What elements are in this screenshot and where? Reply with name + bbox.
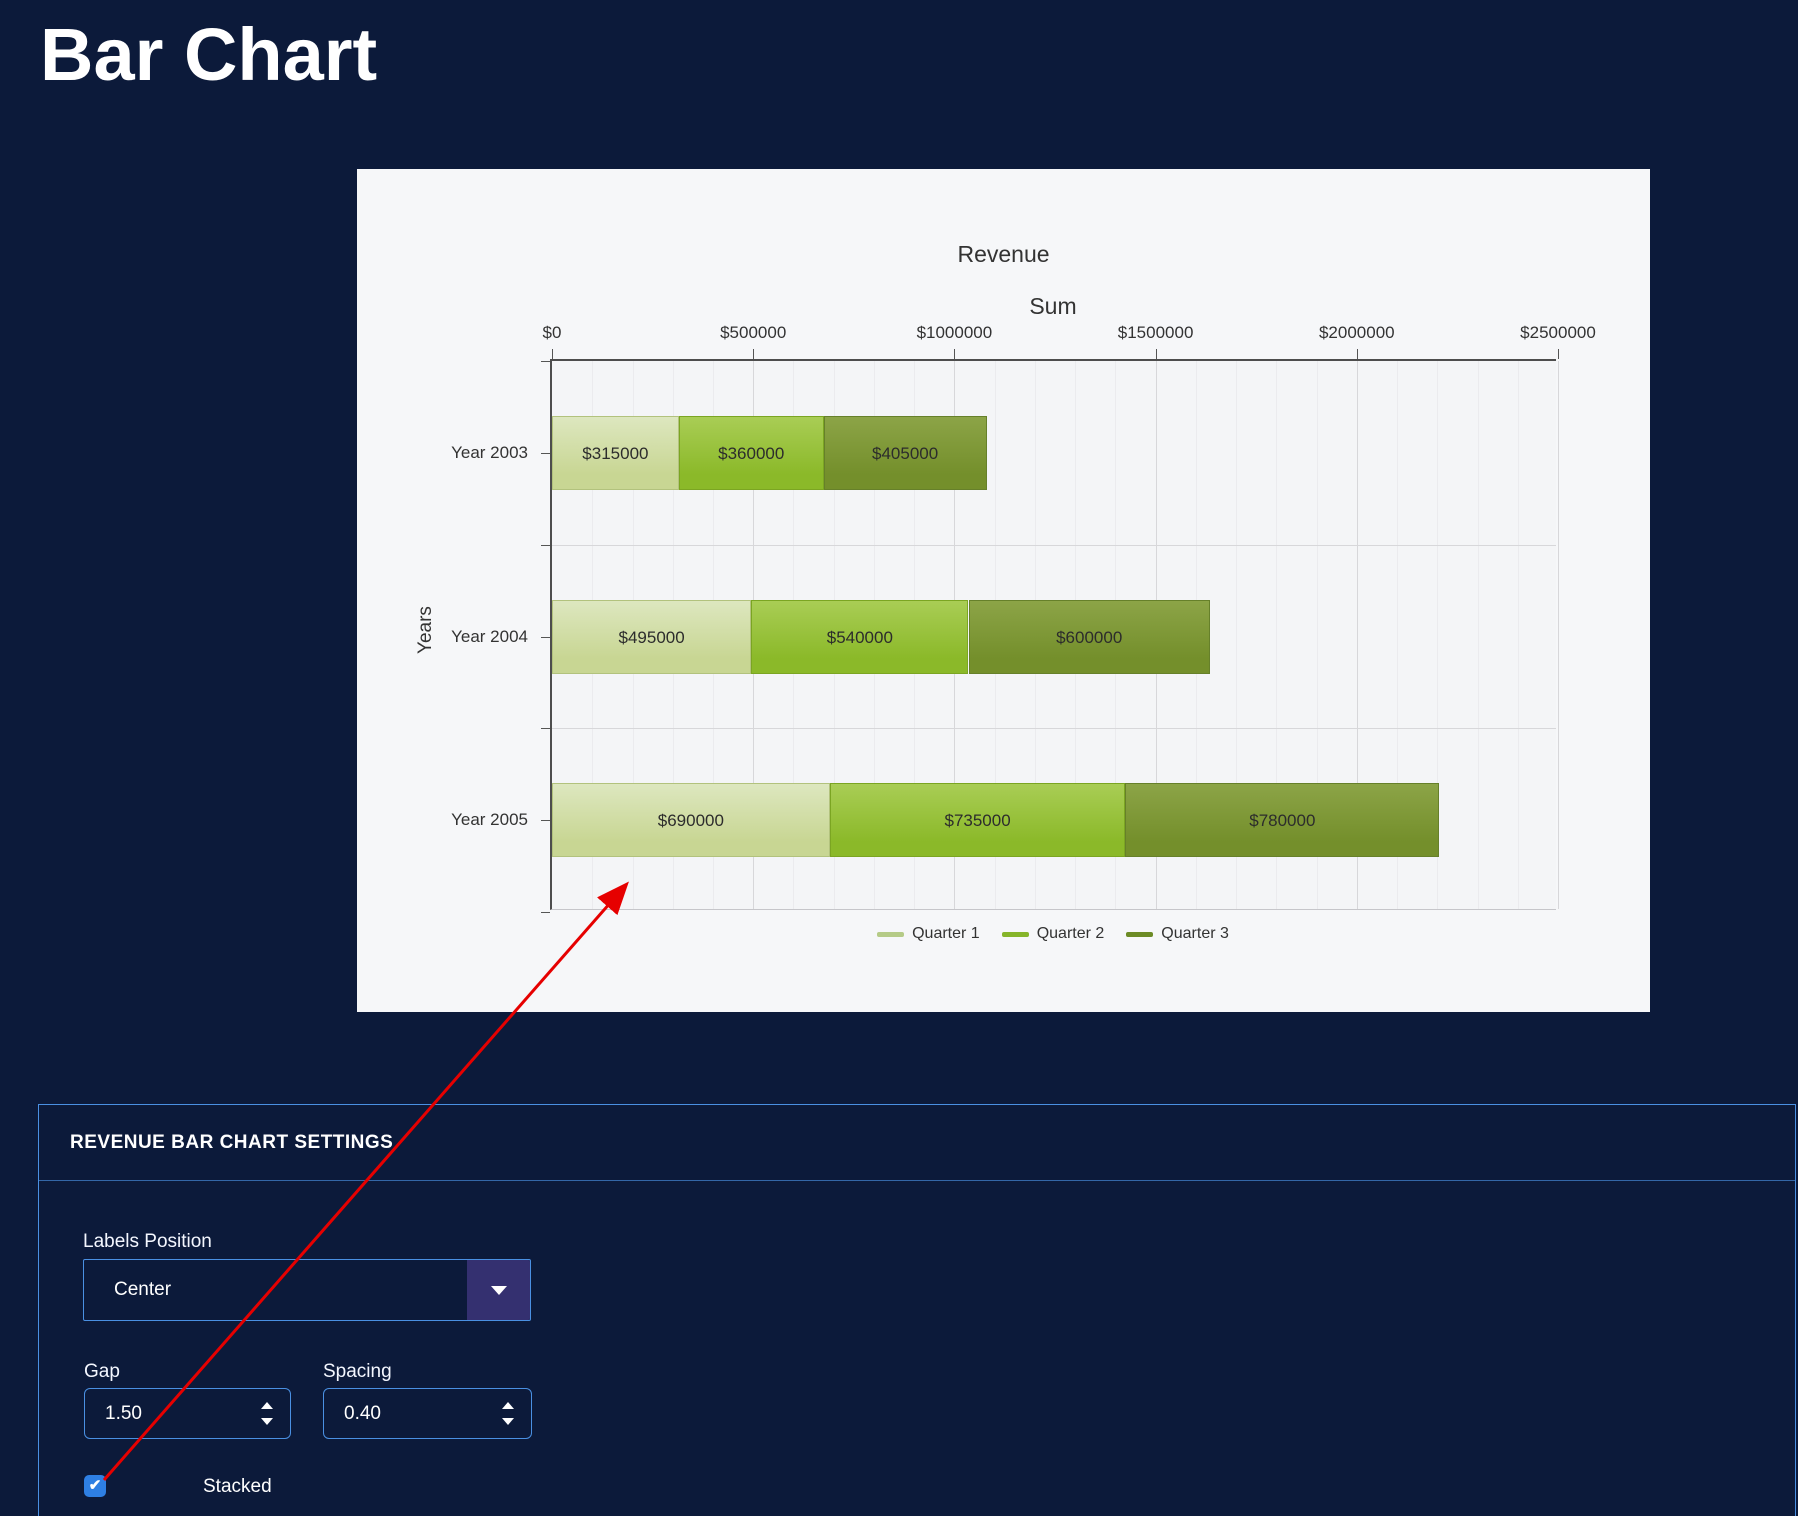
gap-input[interactable]: 1.50 xyxy=(84,1388,291,1439)
bar-segment: $360000 xyxy=(678,415,824,490)
settings-panel: REVENUE BAR CHART SETTINGS Labels Positi… xyxy=(38,1104,1796,1516)
y-tick-mark xyxy=(541,544,550,546)
gap-value: 1.50 xyxy=(105,1403,142,1424)
labels-position-value: Center xyxy=(114,1279,172,1300)
labels-position-dropdown[interactable]: Center xyxy=(83,1259,531,1321)
gridline xyxy=(1558,361,1559,909)
stacked-row: Stacked xyxy=(84,1475,272,1497)
x-tick-label: $2500000 xyxy=(1520,323,1596,342)
x-tick-label: $1000000 xyxy=(916,323,993,342)
legend-item: Quarter 3 xyxy=(1126,925,1229,943)
category-label: Year 2003 xyxy=(451,442,528,462)
bar-segment: $540000 xyxy=(751,599,969,674)
stacked-label: Stacked xyxy=(203,1476,272,1497)
gridline xyxy=(1356,361,1358,909)
legend-item: Quarter 2 xyxy=(1001,925,1105,943)
chevron-down-icon xyxy=(490,1285,507,1295)
gap-spin-up-button[interactable] xyxy=(261,1402,273,1409)
x-tick-label: $1500000 xyxy=(1117,323,1194,342)
gridline xyxy=(1517,361,1519,909)
page-title: Bar Chart xyxy=(40,13,378,96)
legend-marker xyxy=(877,931,905,937)
y-tick-mark xyxy=(541,728,550,730)
y-tick-mark xyxy=(541,636,550,638)
category-label: Year 2004 xyxy=(451,626,528,646)
legend-label: Quarter 3 xyxy=(1161,925,1229,942)
y-tick-mark xyxy=(541,361,550,362)
bar-segment: $690000 xyxy=(552,783,830,858)
spacing-input[interactable]: 0.40 xyxy=(323,1388,532,1439)
bar-segment: $735000 xyxy=(829,783,1126,858)
settings-header: REVENUE BAR CHART SETTINGS xyxy=(39,1105,1795,1181)
gap-label: Gap xyxy=(84,1361,120,1382)
x-tick-mark xyxy=(1558,349,1559,359)
gridline xyxy=(1477,361,1479,909)
spacing-spin-down-button[interactable] xyxy=(502,1418,514,1425)
gridline xyxy=(1236,361,1238,909)
spacing-spin-arrows xyxy=(502,1389,514,1438)
gridline xyxy=(1316,361,1318,909)
gap-spin-down-button[interactable] xyxy=(261,1418,273,1425)
gap-spin-arrows xyxy=(261,1389,273,1438)
spacing-spin-up-button[interactable] xyxy=(502,1402,514,1409)
chart-panel: Revenue Sum Years $0$500000$1000000$1500… xyxy=(357,169,1650,1012)
legend-marker xyxy=(1126,931,1154,937)
gridline xyxy=(552,544,1556,546)
spacing-label: Spacing xyxy=(323,1361,392,1382)
x-tick-label: $500000 xyxy=(720,323,787,342)
y-tick-mark xyxy=(541,912,550,913)
bar-segment: $405000 xyxy=(823,415,987,490)
spacing-value: 0.40 xyxy=(344,1403,381,1424)
x-tick-mark xyxy=(1155,349,1157,359)
category-label: Year 2005 xyxy=(451,810,528,830)
plot-area: $0 $500000 $1000000 $1500000 $2000000 $250000… xyxy=(451,323,1596,913)
gridline xyxy=(1437,361,1439,909)
stacked-checkbox[interactable] xyxy=(84,1475,106,1497)
x-tick-mark xyxy=(1356,349,1358,359)
legend-label: Quarter 2 xyxy=(1036,925,1105,942)
y-tick-mark xyxy=(541,820,550,822)
gridline xyxy=(1397,361,1398,909)
x-tick-label: $2000000 xyxy=(1318,323,1395,342)
dropdown-arrow-button[interactable] xyxy=(467,1260,530,1320)
bar-segment: $495000 xyxy=(552,599,752,674)
x-axis-title: Sum xyxy=(1029,293,1077,319)
labels-position-label: Labels Position xyxy=(83,1231,212,1252)
legend: Quarter 1 Quarter 2 Quarter 3 xyxy=(550,922,1556,946)
gridline xyxy=(552,728,1556,730)
chart-title: Revenue xyxy=(957,241,1050,267)
y-tick-mark xyxy=(541,452,550,454)
x-tick-label: $0 xyxy=(542,323,562,342)
bar-segment: $315000 xyxy=(552,415,679,490)
x-tick-mark xyxy=(552,349,553,359)
legend-marker xyxy=(1001,931,1029,937)
x-tick-mark xyxy=(753,349,755,359)
legend-item: Quarter 1 xyxy=(877,925,980,943)
gridline xyxy=(1276,361,1278,909)
bar-segment: $600000 xyxy=(968,599,1210,674)
legend-label: Quarter 1 xyxy=(912,925,980,942)
bar-segment: $780000 xyxy=(1125,783,1440,858)
x-tick-mark xyxy=(954,349,956,359)
